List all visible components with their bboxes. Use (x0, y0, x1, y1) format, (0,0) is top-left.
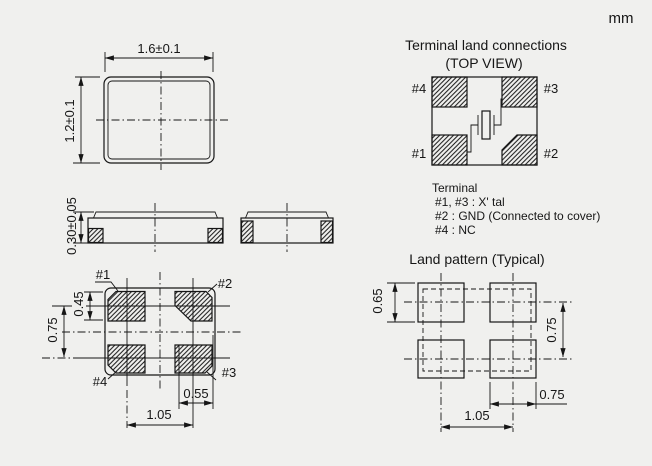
package-lid-seam (107, 80, 211, 160)
bottom-pad-3-label: #3 (222, 365, 236, 380)
bottom-pad-4-label: #4 (93, 374, 107, 389)
bottom-col-pitch-dimension: 1.05 (126, 407, 194, 428)
terminal-pad-3 (501, 76, 538, 108)
terminal-land-subtitle: (TOP VIEW) (445, 55, 522, 71)
bottom-row-pitch-dimension: 0.75 (45, 305, 67, 358)
land-row-pitch-dimension: 0.75 (544, 302, 566, 358)
bottom-pad-width-dim-text: 0.55 (183, 386, 208, 401)
terminal-legend: Terminal #1, #3 : X' tal #2 : GND (Conne… (432, 181, 600, 237)
front-view-pad-left (87, 227, 104, 244)
package-front-view: 0.30±0.05 (64, 197, 224, 255)
front-view-body (87, 217, 224, 244)
terminal-pad-4 (431, 76, 468, 108)
package-width-dimension: 1.6±0.1 (104, 41, 214, 72)
terminal-legend-heading: Terminal (432, 181, 477, 195)
end-view-pad-right (320, 220, 334, 244)
bottom-pad-height-dim-text: 0.45 (71, 291, 86, 316)
bottom-view-centerlines (42, 272, 243, 428)
terminal-label-1: #1 (412, 146, 426, 161)
bottom-pad-1-label: #1 (96, 267, 110, 282)
land-pad-height-dim-text: 0.65 (370, 288, 385, 313)
terminal-legend-line-2: #2 : GND (Connected to cover) (435, 209, 600, 223)
bottom-col-pitch-dim-text: 1.05 (146, 407, 171, 422)
crystal-wire-right (494, 98, 503, 126)
bottom-pad-labels: #1 #2 #3 #4 (93, 267, 236, 389)
package-width-dim-text: 1.6±0.1 (137, 41, 180, 56)
front-view-pad-right (207, 227, 224, 244)
land-pattern-title: Land pattern (Typical) (409, 251, 544, 267)
land-pad-width-dimension: 0.75 (489, 382, 567, 409)
land-pattern-view: Land pattern (Typical) 0.65 0.75 0.75 (370, 251, 573, 432)
land-pad-height-dimension: 0.65 (370, 282, 415, 323)
terminal-label-3: #3 (544, 81, 558, 96)
land-pattern-centerlines (404, 273, 573, 432)
terminal-land-package-outline (431, 76, 538, 166)
front-view-lid (92, 211, 219, 219)
unit-label: mm (609, 10, 634, 27)
bottom-pad-height-dimension: 0.45 (71, 291, 103, 321)
package-outline-centerlines (96, 71, 228, 170)
terminal-label-2: #2 (544, 146, 558, 161)
bottom-pad-2-label: #2 (218, 276, 232, 291)
land-pad-top-left (417, 282, 465, 323)
pad-2-leader-line (207, 283, 218, 293)
package-thickness-dim-text: 0.30±0.05 (64, 197, 79, 255)
pad-1-leader-line (95, 281, 119, 292)
crystal-element (481, 110, 491, 140)
terminal-legend-line-3: #4 : NC (435, 223, 476, 237)
land-col-pitch-dimension: 1.05 (440, 408, 514, 430)
package-body-outline (103, 76, 215, 164)
terminal-pad-2 (501, 134, 538, 166)
terminal-label-4: #4 (412, 81, 426, 96)
terminal-land-connections: Terminal land connections (TOP VIEW) #4 … (405, 37, 567, 166)
bottom-row-pitch-dim-text: 0.75 (45, 317, 60, 342)
pad-3-leader-line (206, 371, 217, 381)
crystal-wire-left (467, 124, 478, 153)
terminal-legend-line-1: #1, #3 : X' tal (435, 195, 505, 209)
package-end-view (240, 203, 334, 252)
bottom-view-body-outline (104, 287, 216, 376)
pad-4-leader-line (107, 370, 118, 380)
bottom-pad-4 (107, 344, 146, 374)
land-pad-top-right (489, 282, 537, 323)
bottom-pad-3 (174, 344, 213, 374)
land-pattern-package-outline-dashed (422, 288, 532, 372)
bottom-pad-width-dimension: 0.55 (178, 335, 214, 409)
land-col-pitch-dim-text: 1.05 (464, 408, 489, 423)
crystal-symbol (467, 98, 503, 153)
land-pad-bottom-left (417, 339, 465, 379)
package-height-dim-text: 1.2±0.1 (62, 99, 77, 142)
land-pad-width-dim-text: 0.75 (539, 387, 564, 402)
terminal-pad-1 (431, 134, 468, 166)
terminal-land-title: Terminal land connections (405, 37, 567, 53)
end-view-pad-left (240, 220, 254, 244)
package-height-dimension: 1.2±0.1 (62, 76, 100, 164)
land-row-pitch-dim-text: 0.75 (544, 317, 559, 342)
package-thickness-dimension: 0.30±0.05 (64, 197, 94, 255)
land-pad-bottom-right (489, 339, 537, 379)
package-bottom-view: #1 #2 #3 #4 0.45 0.75 0.55 1.05 (42, 267, 243, 428)
package-outline-view: 1.6±0.1 1.2±0.1 (62, 41, 228, 170)
